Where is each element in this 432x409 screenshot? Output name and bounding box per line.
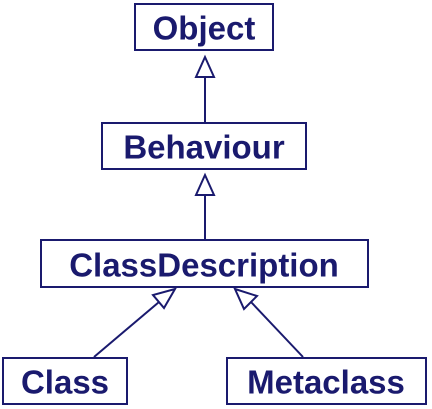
class-name-object: Object (153, 10, 256, 47)
class-box-behaviour: Behaviour (101, 122, 307, 170)
class-box-object: Object (134, 3, 274, 51)
class-box-metaclass: Metaclass (226, 357, 427, 405)
class-name-metaclass: Metaclass (247, 364, 405, 401)
inheritance-arrowhead-icon (151, 287, 178, 310)
class-box-class: Class (2, 357, 128, 405)
edge-classdescription-to-behaviour (194, 172, 216, 239)
class-box-classdescription: ClassDescription (40, 239, 369, 288)
edge-class-to-classdescription (93, 287, 178, 358)
inheritance-arrowhead-icon (233, 287, 259, 311)
class-name-classdescription: ClassDescription (69, 247, 339, 284)
edge-behaviour-to-object (194, 54, 216, 122)
inheritance-arrowhead-icon (194, 54, 216, 78)
class-name-behaviour: Behaviour (123, 129, 285, 166)
edge-metaclass-to-classdescription (233, 287, 304, 358)
class-name-class: Class (21, 364, 109, 401)
inheritance-arrowhead-icon (194, 172, 216, 196)
